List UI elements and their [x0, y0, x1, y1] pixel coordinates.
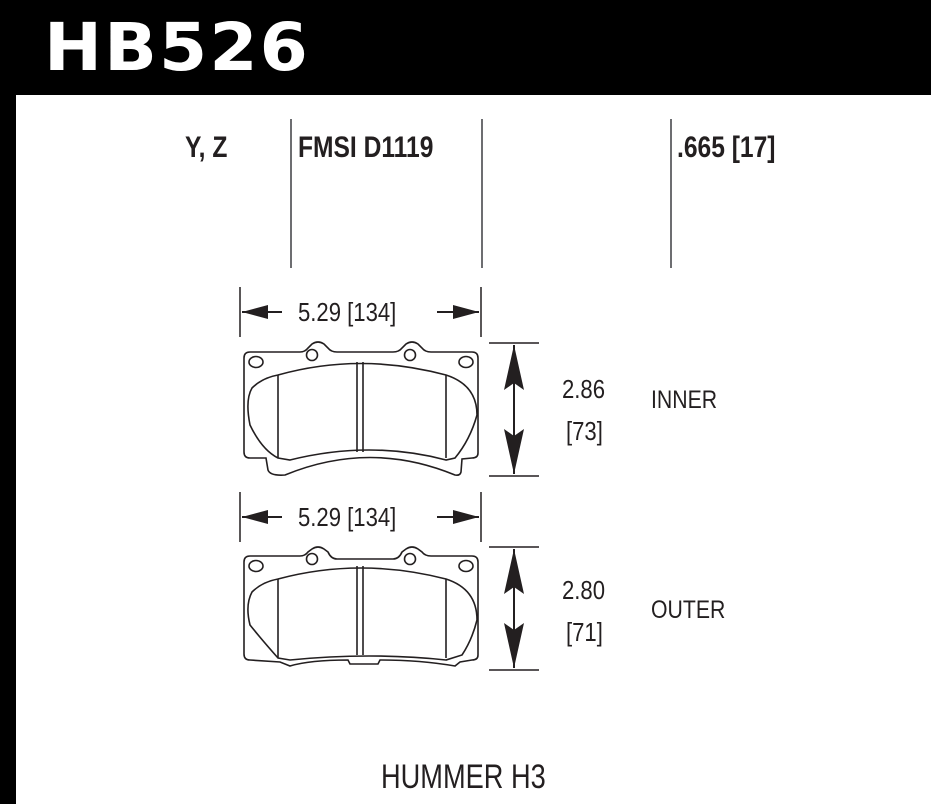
outer-height-mm-label: [71] — [566, 617, 603, 647]
header-bar — [0, 0, 931, 95]
part-number-title: HB526 — [44, 9, 310, 86]
inner-height-in-label: 2.86 — [562, 374, 606, 404]
position-code: Y, Z — [185, 131, 228, 164]
outer-side-label: OUTER — [651, 596, 726, 624]
inner-width-dimension — [239, 287, 482, 337]
pad-thickness: .665 [17] — [677, 131, 776, 164]
inner-height-mm-label: [73] — [566, 416, 603, 446]
inner-side-label: INNER — [651, 386, 718, 414]
column-dividers — [290, 119, 672, 268]
outer-width-dimension — [239, 492, 482, 542]
outer-pad-outline — [243, 546, 479, 667]
outer-height-in-label: 2.80 — [562, 575, 606, 605]
left-frame-strip — [0, 0, 16, 804]
inner-height-dimension — [489, 342, 539, 477]
outer-height-dimension — [489, 546, 539, 671]
vehicle-application: HUMMER H3 — [381, 758, 546, 796]
fmsi-number: FMSI D1119 — [298, 131, 434, 164]
outer-width-label: 5.29 [134] — [298, 502, 397, 532]
inner-width-label: 5.29 [134] — [298, 297, 397, 327]
inner-pad-outline — [243, 341, 479, 476]
